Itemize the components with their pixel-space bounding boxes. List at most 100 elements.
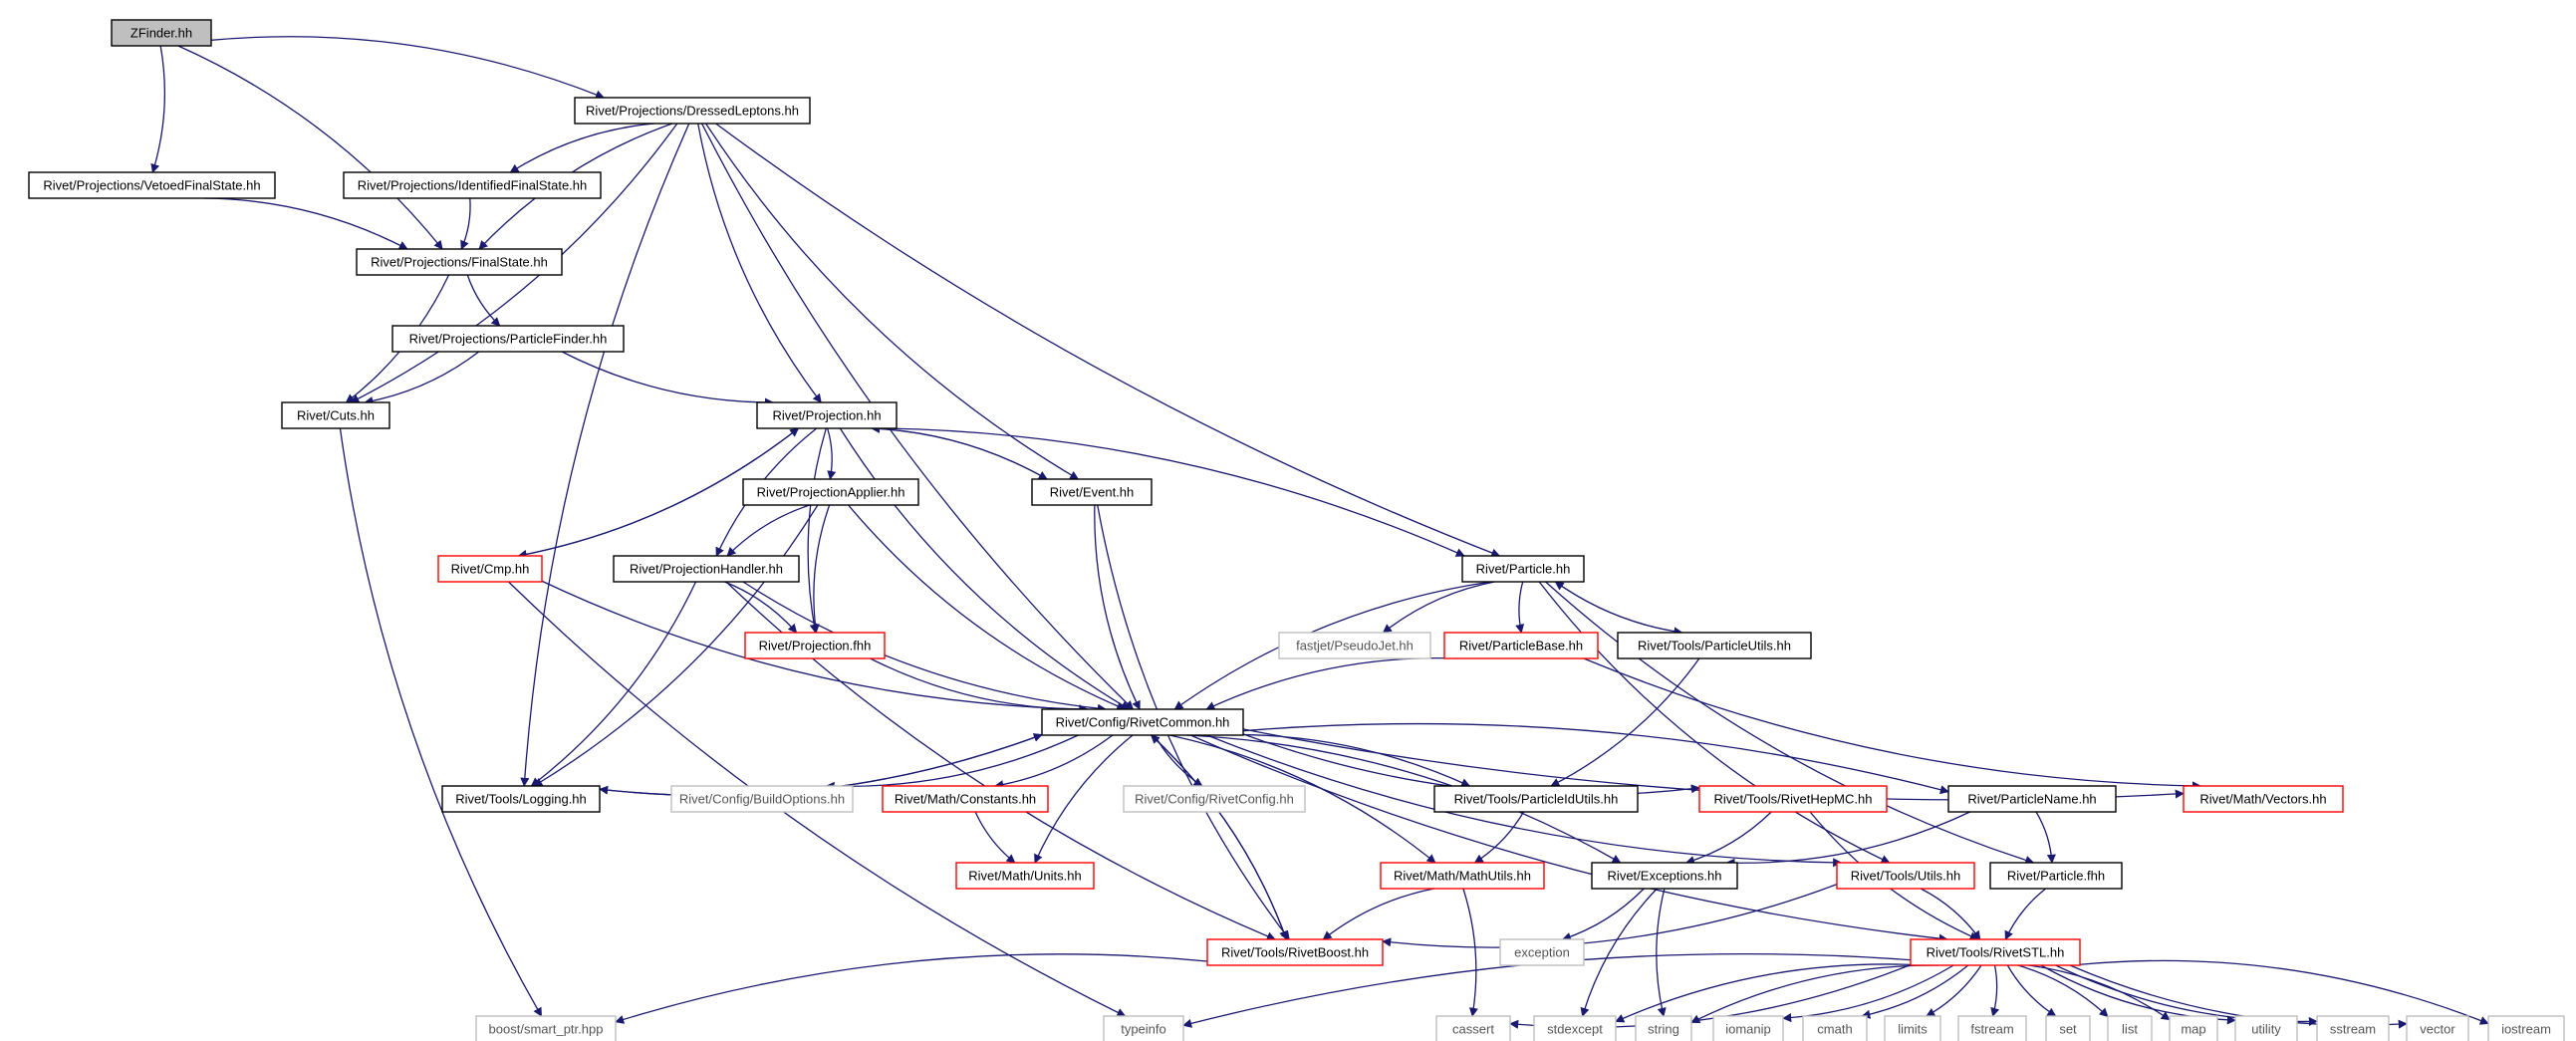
node-vetoedfs[interactable]: Rivet/Projections/VetoedFinalState.hh [28,171,276,199]
edge-rivetstl-to-cmath [1861,964,1969,1019]
node-stdexcept: stdexcept [1533,1015,1617,1041]
edge-projapplier-to-rivetcommon [848,504,1127,710]
node-box [1433,785,1639,813]
node-cmp[interactable]: Rivet/Cmp.hh [437,555,543,583]
edge-event-to-projection [870,423,1048,480]
node-box [670,785,854,813]
node-identifiedfs[interactable]: Rivet/Projections/IdentifiedFinalState.h… [343,171,602,199]
node-label: Rivet/Event.hh [1050,485,1135,500]
node-box [1123,785,1306,813]
node-box [1206,938,1384,966]
node-label: utility [2251,1022,2281,1037]
edge-rivetcommon-to-utils [1206,734,1843,868]
node-string: string [1635,1015,1692,1041]
node-units[interactable]: Rivet/Math/Units.hh [955,862,1095,890]
node-label: Rivet/Tools/RivetSTL.hh [1927,945,2065,960]
node-box [1712,1015,1784,1041]
edge-particle-to-particlebase [1515,581,1525,634]
node-label: Rivet/Projections/IdentifiedFinalState.h… [358,178,588,193]
node-box [2045,1015,2091,1041]
node-label: cmath [1817,1022,1852,1037]
edge-particleidutils-to-mathutils [1473,811,1525,864]
node-label: Rivet/ParticleBase.hh [1459,639,1583,653]
node-rivetstl[interactable]: Rivet/Tools/RivetSTL.hh [1910,938,2081,966]
node-box [1278,632,1431,659]
node-box [1910,938,2081,966]
edge-rivetcommon-to-rivetstl [1189,734,1948,943]
node-particle[interactable]: Rivet/Particle.hh [1461,555,1585,583]
node-label: Rivet/Projections/ParticleFinder.hh [409,332,608,347]
node-box [111,19,212,47]
node-dressedleptons[interactable]: Rivet/Projections/DressedLeptons.hh [574,97,811,125]
node-box [2234,1015,2298,1041]
node-constants[interactable]: Rivet/Math/Constants.hh [882,785,1049,813]
node-exception: exception [1499,938,1585,966]
node-buildoptions: Rivet/Config/BuildOptions.hh [670,785,854,813]
node-zfinder[interactable]: ZFinder.hh [111,19,212,47]
node-rivetcommon[interactable]: Rivet/Config/RivetCommon.hh [1041,708,1244,736]
node-label: exception [1514,945,1570,960]
edge-zfinder-to-finalstate [177,45,443,250]
node-rivetconfig: Rivet/Config/RivetConfig.hh [1123,785,1306,813]
edge-projapplier-to-projhandler [726,504,811,557]
node-box [1884,1015,1941,1041]
node-exceptions[interactable]: Rivet/Exceptions.hh [1591,862,1738,890]
node-label: string [1648,1022,1679,1037]
node-label: Rivet/ProjectionHandler.hh [630,562,783,577]
node-box [1591,862,1738,890]
edge-projhandler-to-projfhh [724,581,798,634]
node-label: Rivet/Tools/RivetHepMC.hh [1714,792,1873,807]
node-label: Rivet/Tools/ParticleUtils.hh [1638,639,1791,653]
edge-event-to-rivetcommon [1094,504,1141,710]
node-box [2316,1015,2390,1041]
edge-particle-to-rivetcommon [1173,581,1491,710]
edge-particlefinder-to-cuts [364,351,480,405]
node-label: Rivet/Config/RivetCommon.hh [1056,715,1230,730]
node-cuts[interactable]: Rivet/Cuts.hh [281,401,390,429]
node-box [1461,555,1585,583]
node-box [1499,938,1585,966]
node-finalstate[interactable]: Rivet/Projections/FinalState.hh [356,248,563,276]
edge-particlefinder-to-projection [561,351,774,407]
node-rivethepmc[interactable]: Rivet/Tools/RivetHepMC.hh [1698,785,1888,813]
node-label: Rivet/Projection.hh [772,408,881,423]
node-particleidutils[interactable]: Rivet/Tools/ParticleIdUtils.hh [1433,785,1639,813]
node-box [2406,1015,2469,1041]
node-particleutils[interactable]: Rivet/Tools/ParticleUtils.hh [1617,632,1812,659]
node-label: list [2122,1022,2138,1037]
node-box [281,401,390,429]
node-box [955,862,1095,890]
node-box [882,785,1049,813]
node-projfhh[interactable]: Rivet/Projection.fhh [744,632,886,659]
node-label: Rivet/Projection.fhh [759,639,872,653]
node-rivetboost[interactable]: Rivet/Tools/RivetBoost.hh [1206,938,1384,966]
node-particlename[interactable]: Rivet/ParticleName.hh [1947,785,2117,813]
node-particlebase[interactable]: Rivet/ParticleBase.hh [1443,632,1599,659]
node-label: Rivet/Config/BuildOptions.hh [679,792,845,807]
node-box [574,97,811,125]
node-particlefinder[interactable]: Rivet/Projections/ParticleFinder.hh [391,325,625,353]
edge-cuts-to-smartptr [339,427,543,1017]
node-typeinfo: typeinfo [1103,1015,1184,1041]
node-projapplier[interactable]: Rivet/ProjectionApplier.hh [742,478,919,506]
node-utils[interactable]: Rivet/Tools/Utils.hh [1836,862,1975,890]
node-box [441,785,601,813]
node-map: map [2169,1015,2218,1041]
edge-projfhh-to-rivetcommon [870,657,1089,714]
node-projhandler[interactable]: Rivet/ProjectionHandler.hh [613,555,800,583]
node-event[interactable]: Rivet/Event.hh [1031,478,1153,506]
node-logging[interactable]: Rivet/Tools/Logging.hh [441,785,601,813]
edge-projection-to-projfhh [807,427,827,634]
edge-rivethepmc-to-exceptions [1684,811,1772,865]
edge-dressedleptons-to-event [705,123,1080,480]
edge-finalstate-to-particlefinder [466,274,501,327]
edge-projapplier-to-projfhh [810,504,831,634]
node-particlefhh[interactable]: Rivet/Particle.fhh [1989,862,2123,890]
node-label: Rivet/Tools/RivetBoost.hh [1221,945,1369,960]
node-mathutils[interactable]: Rivet/Math/MathUtils.hh [1380,862,1545,890]
node-projection[interactable]: Rivet/Projection.hh [756,401,898,429]
edge-rivetboost-to-smartptr [615,953,1208,1024]
node-box [742,478,919,506]
node-vectors[interactable]: Rivet/Math/Vectors.hh [2183,785,2344,813]
